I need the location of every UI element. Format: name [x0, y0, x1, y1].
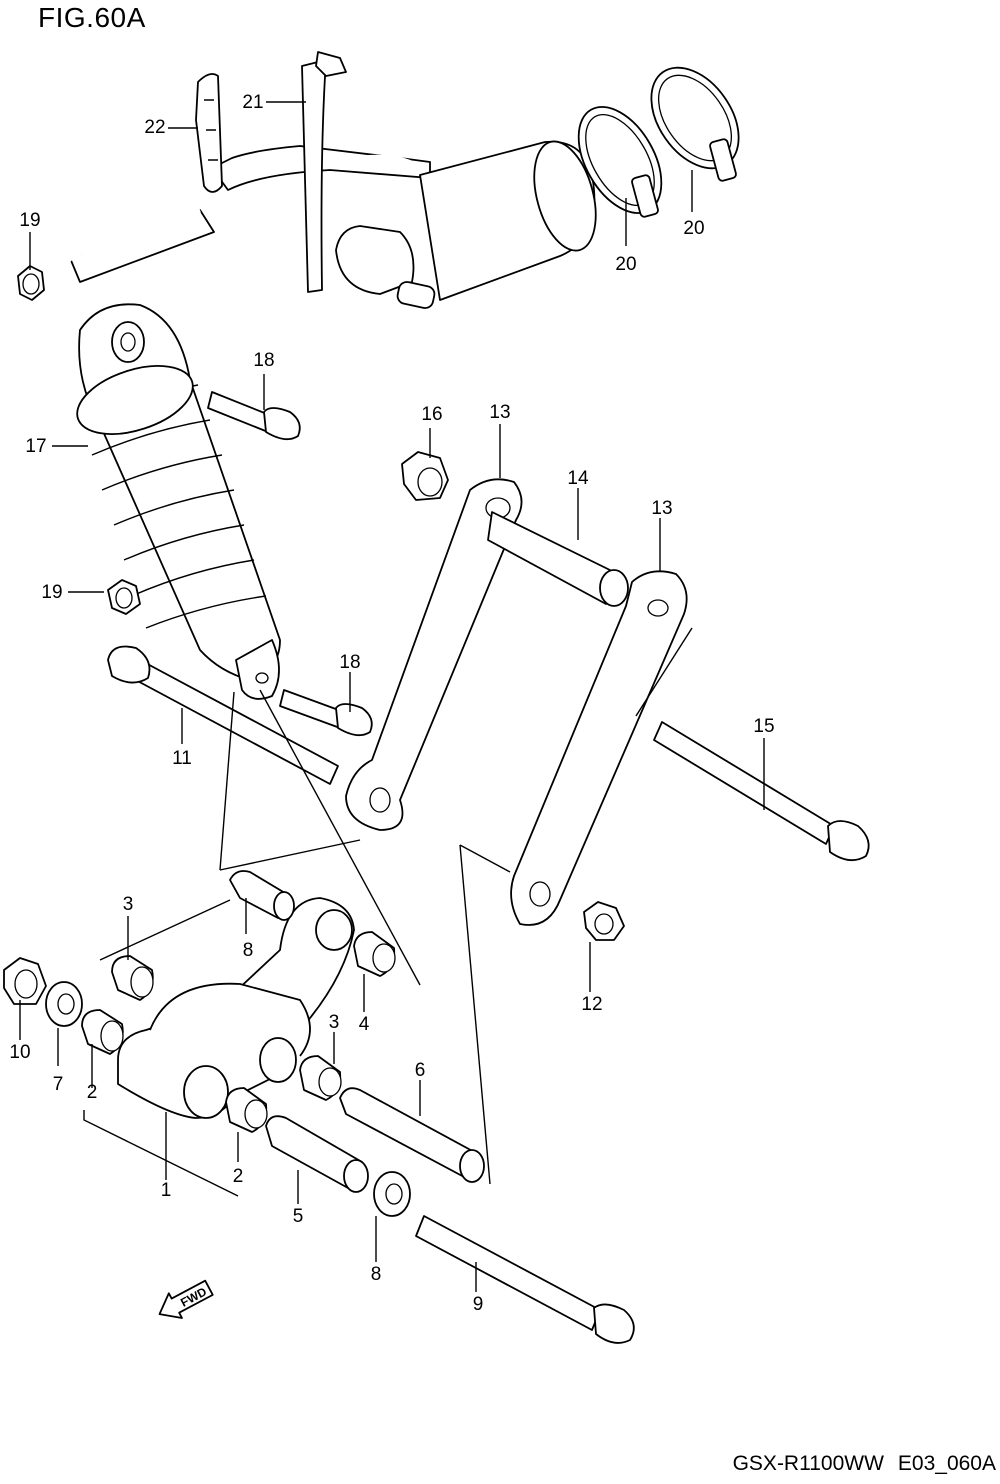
callout-8-left: 7: [53, 1074, 64, 1095]
callout-21: 21: [242, 92, 263, 113]
part-15-bolt: [653, 721, 870, 862]
part-14-spacer: [487, 511, 629, 607]
part-1-cushion-lever: [117, 897, 355, 1119]
model-code: GSX-R1100WW: [732, 1452, 884, 1475]
part-2-bearing-lower: [225, 1087, 268, 1133]
part-4-bearing: [353, 931, 396, 977]
part-11-bolt: [107, 645, 339, 785]
part-2-bearing-upper: [81, 1009, 124, 1055]
callout-16: 16: [421, 404, 442, 425]
callout-9: 9: [473, 1294, 484, 1315]
part-3-bearing-lower: [299, 1055, 342, 1101]
part-6-spacer: [339, 1087, 485, 1183]
part-13-link-plate-right: [510, 570, 688, 926]
callout-labels: 22 21 19 18 17 16 13 14 13 19 18 11 15 2…: [9, 92, 774, 1315]
callout-11: 11: [172, 748, 192, 769]
callout-13-left: 13: [489, 402, 510, 423]
leader-lines: [19, 101, 765, 1292]
callout-1: 1: [161, 1180, 172, 1201]
callout-4: 4: [359, 1014, 370, 1035]
assembly-reference-lines: [83, 627, 693, 1197]
part-18-bolt-lower: [279, 689, 373, 737]
callout-6: 6: [415, 1060, 426, 1081]
callout-20-left: 20: [615, 254, 636, 275]
part-3-bearing-upper: [111, 955, 154, 1001]
part-12-nut: [583, 901, 625, 941]
callout-2-lower: 2: [233, 1166, 244, 1187]
callout-18-upper: 18: [253, 350, 274, 371]
part-9-bolt: [415, 1215, 635, 1344]
figure-title: FIG.60A: [38, 2, 146, 33]
callout-15: 15: [753, 716, 774, 737]
callout-7: 8: [243, 940, 254, 961]
figure-code: E03_060A: [897, 1452, 996, 1475]
part-18-bolt-upper: [207, 391, 301, 441]
callout-19-lower: 19: [41, 582, 62, 603]
part-17-rear-shock-absorber: [76, 303, 281, 700]
callout-14: 14: [567, 468, 589, 489]
part-19-nut-upper: [17, 265, 45, 301]
fwd-arrow-icon: FWD: [158, 1279, 214, 1319]
part-16-nut: [401, 451, 449, 501]
callout-20-right: 20: [683, 218, 704, 239]
callout-12: 12: [581, 994, 602, 1015]
callout-3-upper: 3: [123, 894, 134, 915]
part-8-washer-left: [45, 981, 83, 1027]
callout-2-upper: 2: [87, 1082, 98, 1103]
part-20-hose-band-right: [650, 66, 740, 182]
callout-19-upper: 19: [19, 210, 40, 231]
figure-footer: GSX-R1100WW E03_060A: [733, 1452, 996, 1476]
callout-8-right: 8: [371, 1264, 382, 1285]
part-10-nut: [3, 957, 47, 1005]
part-20-hose-band-left: [577, 106, 663, 218]
part-8-washer-right: [373, 1171, 411, 1217]
callout-10: 10: [9, 1042, 30, 1063]
callout-22: 22: [144, 117, 165, 138]
part-7-collar: [229, 870, 295, 921]
sensor-hose-assembly: [57, 140, 597, 309]
part-22-hose-clamp: [195, 73, 223, 193]
part-19-nut-lower: [107, 579, 141, 615]
callout-13-right: 13: [651, 498, 672, 519]
callout-3-lower: 3: [329, 1012, 340, 1033]
callout-5: 5: [293, 1206, 304, 1227]
part-21-tie-strap: [301, 51, 347, 293]
callout-18-lower: 18: [339, 652, 360, 673]
callout-17: 17: [25, 436, 46, 457]
part-5-spacer: [265, 1115, 369, 1193]
